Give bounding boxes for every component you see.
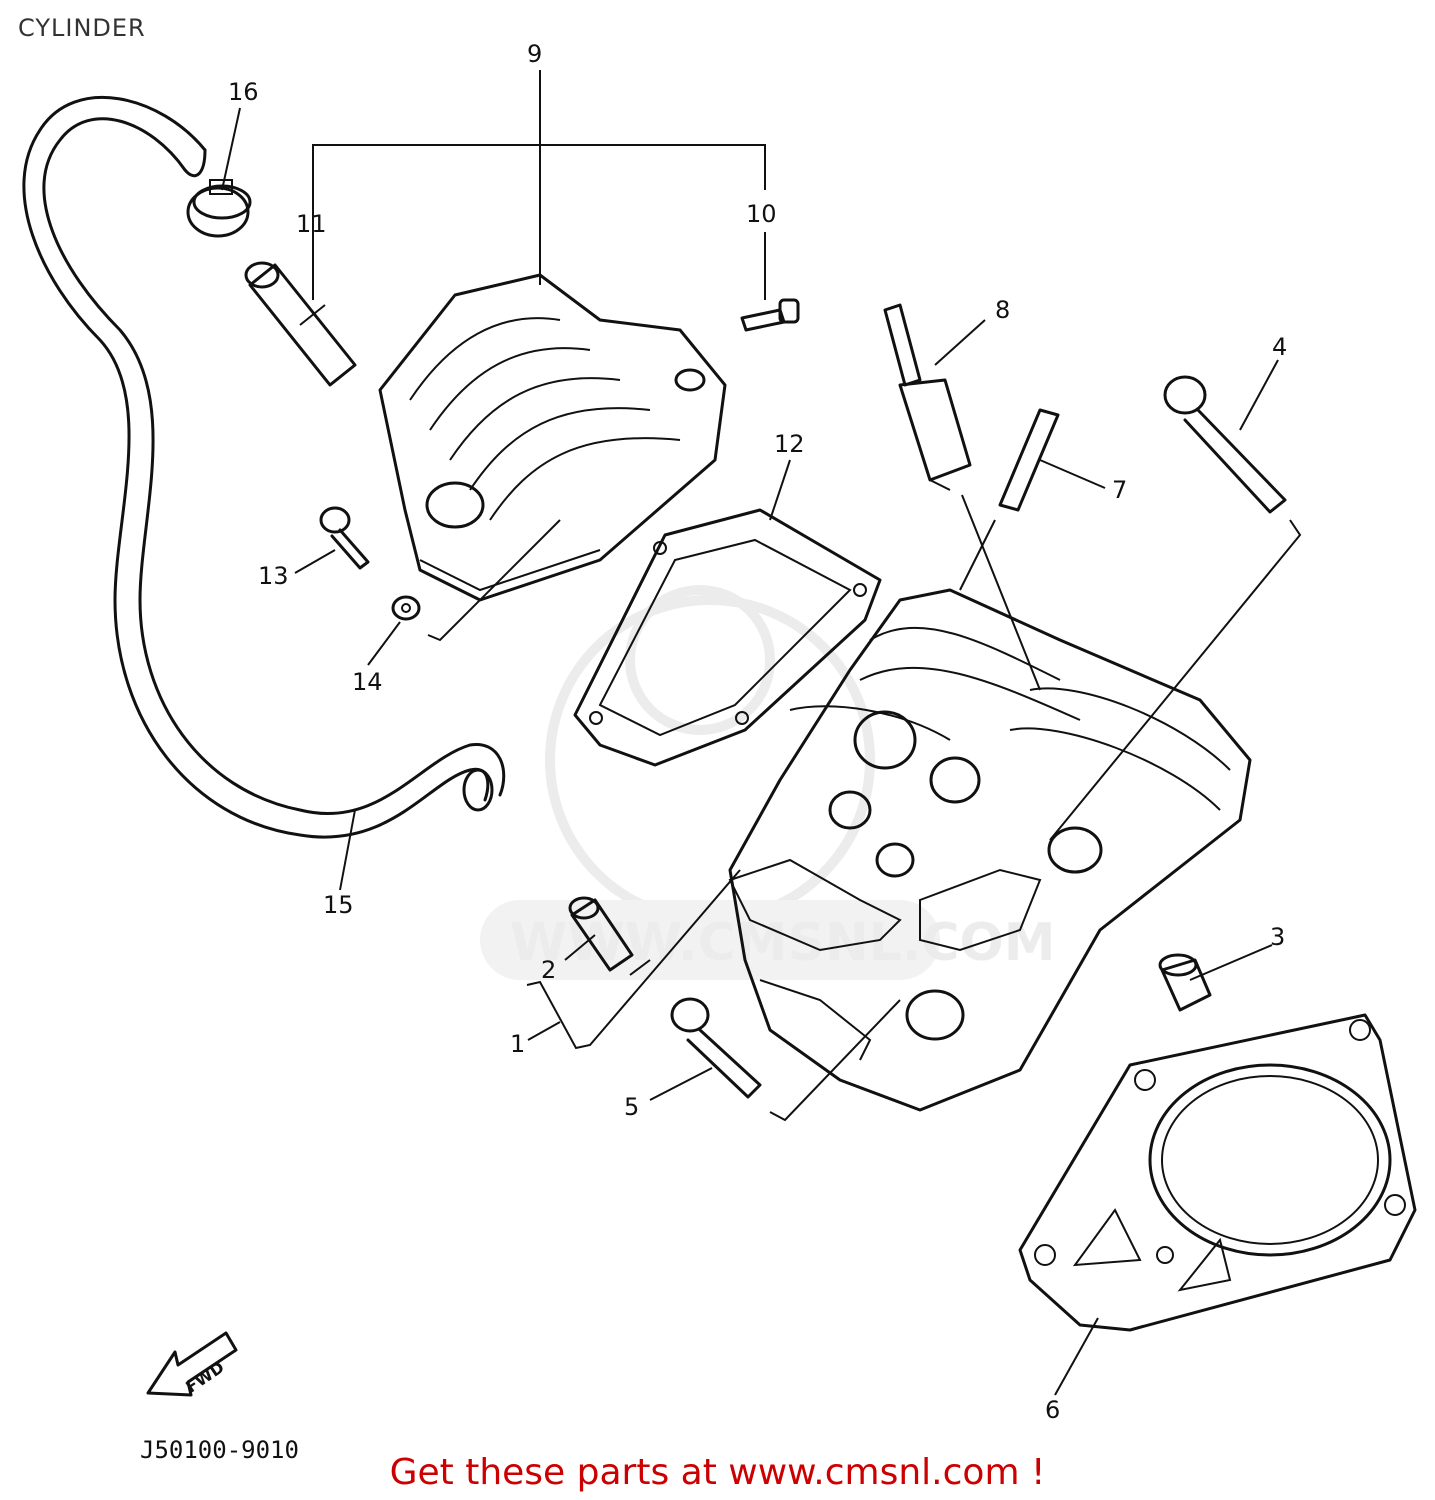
head-cover xyxy=(378,273,727,602)
head-cover-gasket xyxy=(573,508,882,767)
callout-4: 4 xyxy=(1272,333,1287,361)
breather-hose xyxy=(22,95,506,839)
callout-10: 10 xyxy=(746,200,777,228)
callout-2: 2 xyxy=(541,956,556,984)
bolt-5 xyxy=(670,997,762,1099)
watermark: WWW.CMSNL.COM xyxy=(480,585,1055,980)
callout-14: 14 xyxy=(352,668,383,696)
callout-labels: 9 16 11 10 8 4 12 7 13 14 15 3 2 1 5 6 xyxy=(228,40,1287,1424)
page-title: CYLINDER xyxy=(18,14,146,42)
figure-code: J50100-9010 xyxy=(140,1436,299,1464)
callout-11: 11 xyxy=(296,210,327,238)
footer-cta-link[interactable]: Get these parts at www.cmsnl.com ! xyxy=(389,1452,1046,1493)
callout-12: 12 xyxy=(774,430,805,458)
watermark-text: WWW.CMSNL.COM xyxy=(510,913,1055,973)
hose-clamp xyxy=(186,179,252,238)
dowel-pin-2 xyxy=(568,896,634,972)
callout-16: 16 xyxy=(228,78,259,106)
callout-6: 6 xyxy=(1045,1396,1060,1424)
leader-lines xyxy=(221,107,1279,1396)
cylinder-gasket xyxy=(1018,1013,1417,1332)
callout-13: 13 xyxy=(258,562,289,590)
breather-pipe xyxy=(244,261,357,387)
callout-8: 8 xyxy=(995,296,1010,324)
fwd-label: FWD xyxy=(182,1358,227,1397)
stud-7 xyxy=(998,408,1060,512)
dowel-pin-3 xyxy=(1158,953,1212,1012)
callout-5: 5 xyxy=(624,1093,639,1121)
bolt-13 xyxy=(319,506,370,570)
fwd-arrow-icon: FWD xyxy=(146,1331,238,1397)
washer-14 xyxy=(391,595,421,621)
bolt-10 xyxy=(740,298,800,332)
bracket-lines xyxy=(312,70,766,300)
cylinder-head xyxy=(728,588,1252,1112)
bolt-4 xyxy=(1163,375,1287,514)
spark-plug xyxy=(883,303,972,491)
callout-9: 9 xyxy=(527,40,542,68)
callout-3: 3 xyxy=(1270,923,1285,951)
callout-15: 15 xyxy=(323,891,354,919)
callout-1: 1 xyxy=(510,1030,525,1058)
callout-7: 7 xyxy=(1112,476,1127,504)
